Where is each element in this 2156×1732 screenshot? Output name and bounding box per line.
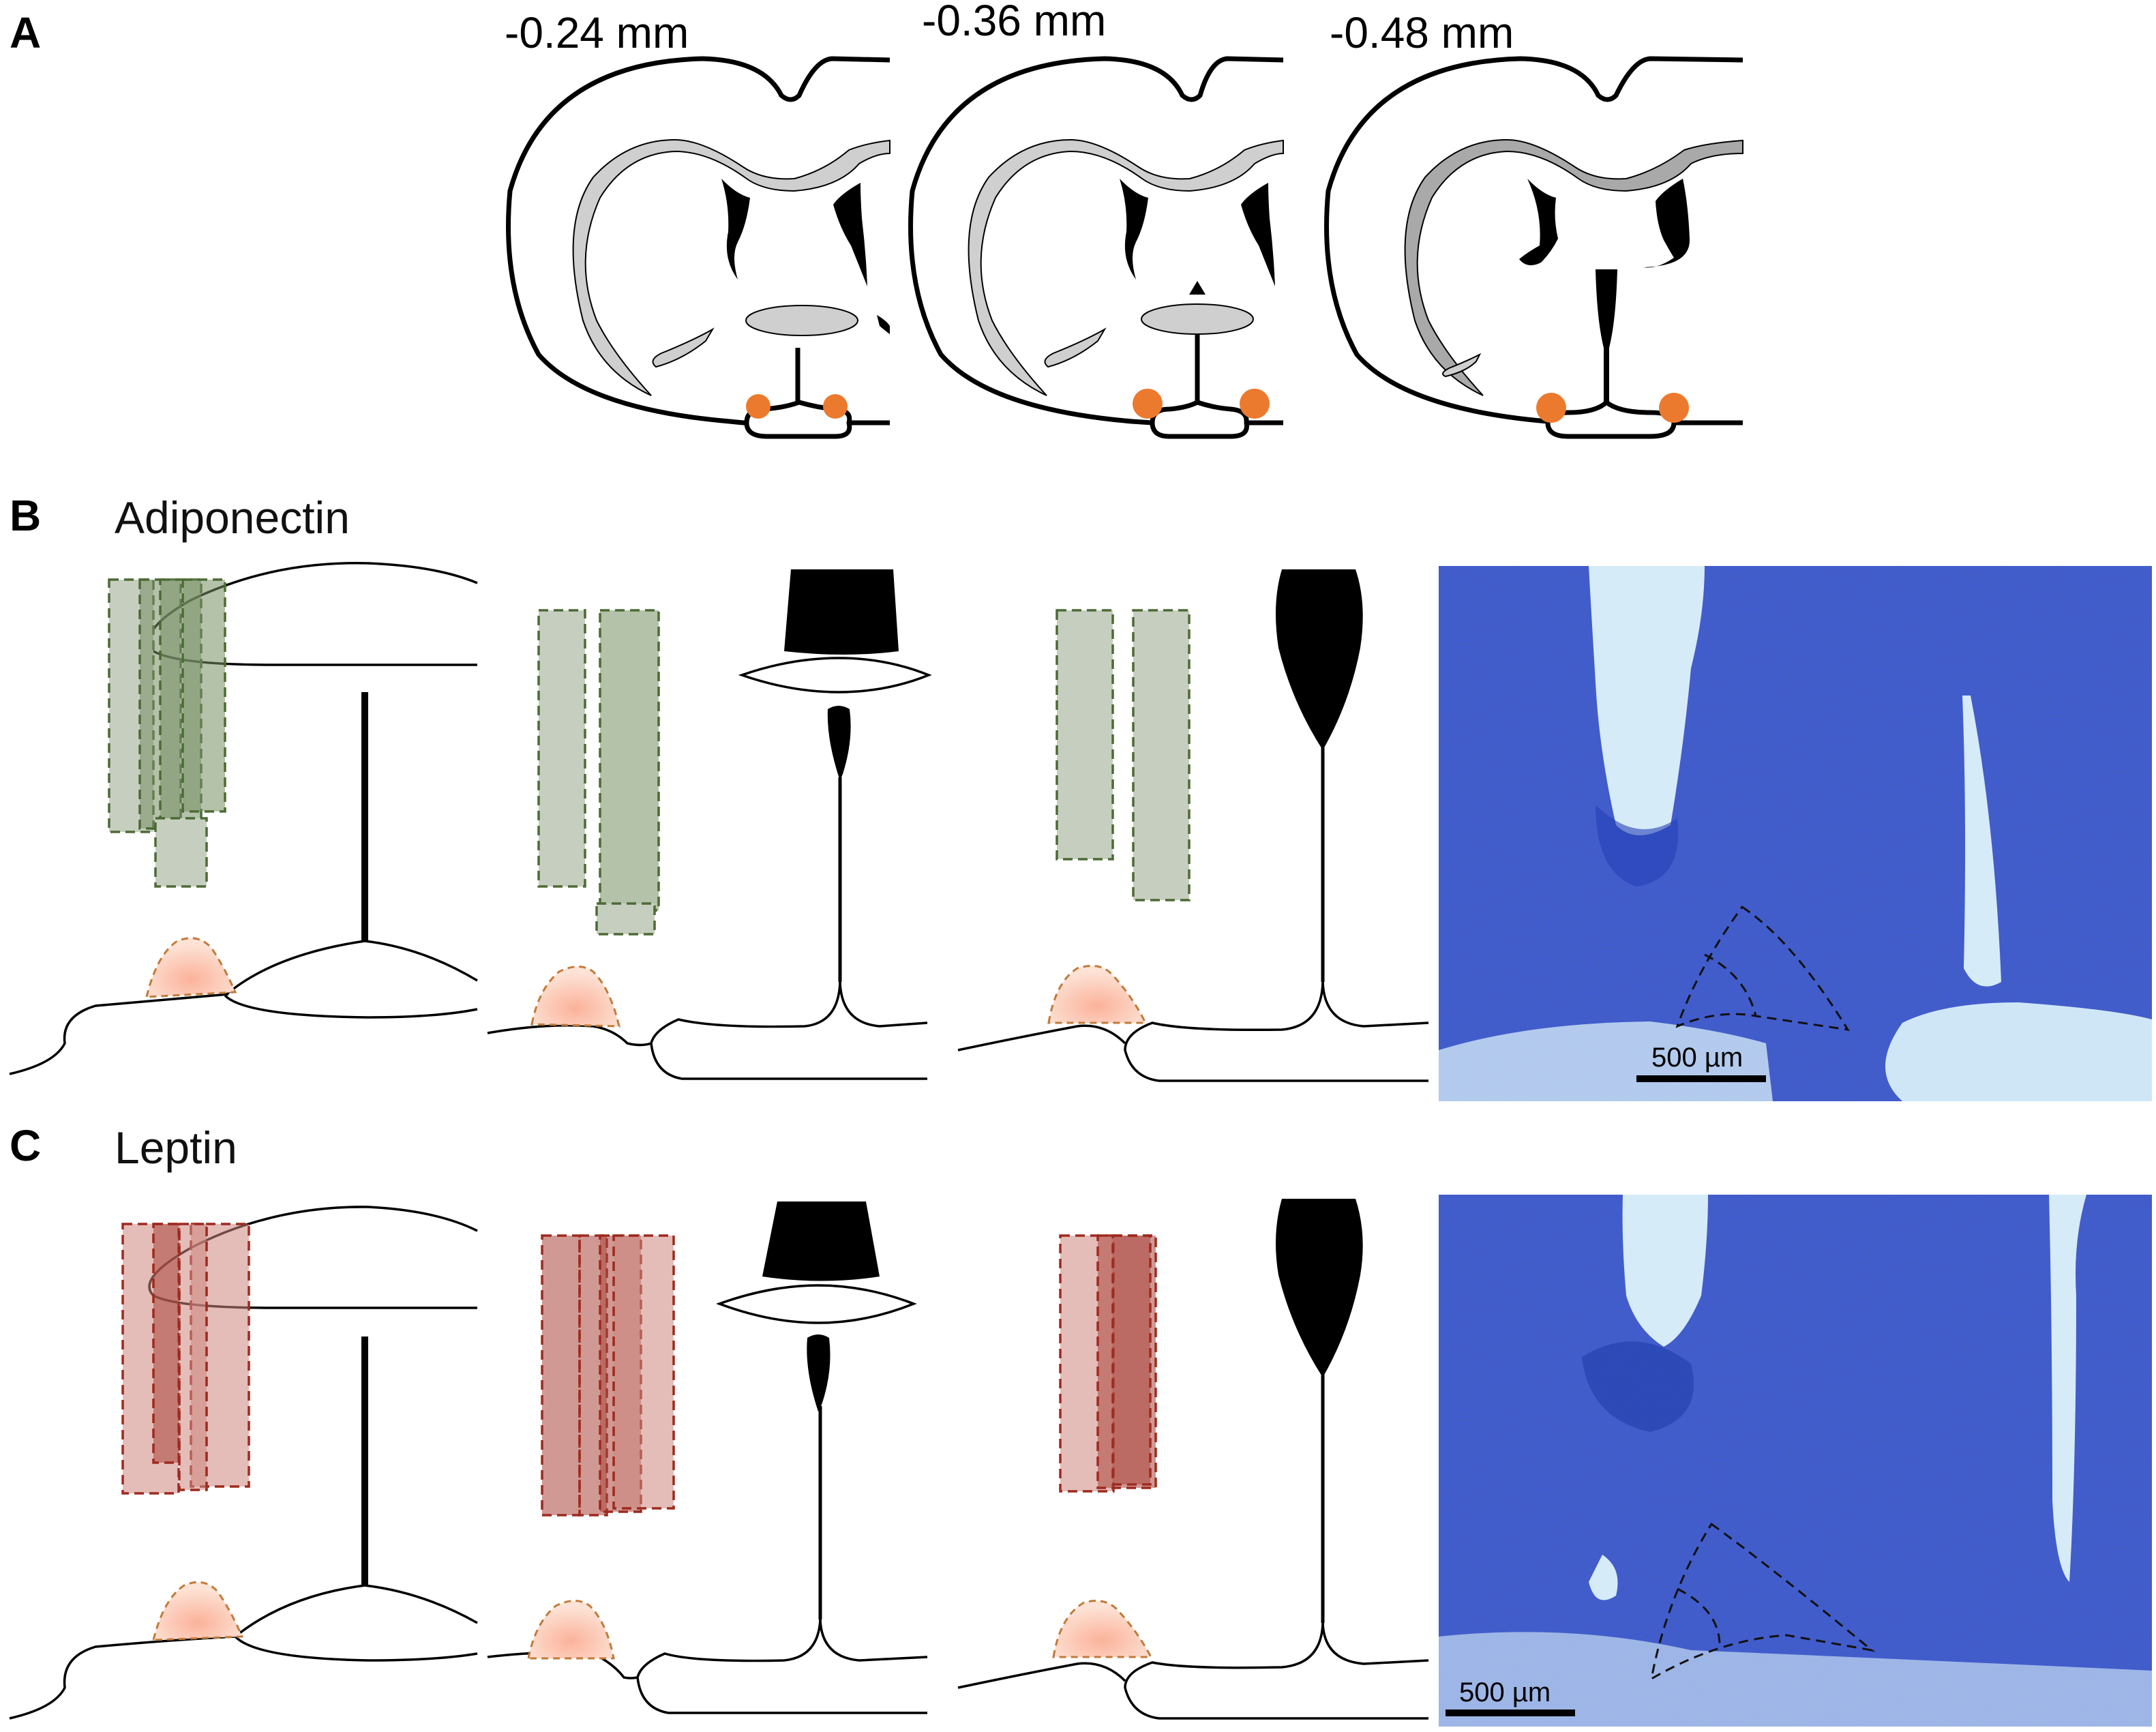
schematic-c-2 xyxy=(487,1201,928,1714)
target-region-marker xyxy=(152,1581,244,1641)
micrograph-c: 500 µm xyxy=(1439,1195,2152,1727)
panel-title-b: Adiponectin xyxy=(115,492,350,543)
target-region-marker xyxy=(527,1600,615,1660)
target-region-outline xyxy=(1675,905,1850,1031)
depth-label-2: -0.36 mm xyxy=(922,0,1106,45)
target-region-marker xyxy=(1052,1600,1153,1658)
schematic-b-3 xyxy=(957,569,1429,1082)
panel-letter-b: B xyxy=(10,491,41,540)
target-nucleus-right xyxy=(1240,389,1270,419)
target-region-outline xyxy=(1649,1522,1876,1681)
placement-marker xyxy=(612,1234,675,1510)
micrograph-b: 500 µm xyxy=(1439,566,2152,1101)
placement-marker xyxy=(1055,609,1114,861)
panel-letter-a: A xyxy=(10,8,41,57)
depth-label-3: -0.48 mm xyxy=(1330,8,1514,57)
placement-marker xyxy=(541,1234,581,1517)
target-nucleus-left xyxy=(1536,393,1566,423)
panel-title-c: Leptin xyxy=(115,1122,237,1173)
depth-label-1: -0.24 mm xyxy=(505,8,689,57)
placement-marker xyxy=(181,578,226,813)
placement-marker xyxy=(178,1223,208,1491)
placement-marker xyxy=(1132,609,1191,901)
target-region-marker xyxy=(530,966,620,1028)
scale-bar-label: 500 µm xyxy=(1651,1043,1743,1073)
panel-letter-c: C xyxy=(10,1121,41,1170)
coronal-section-3: -0.48 mm xyxy=(1324,8,1743,439)
schematic-c-3 xyxy=(957,1199,1429,1720)
target-region-marker xyxy=(145,937,237,998)
placement-marker xyxy=(537,609,586,888)
scale-bar-label: 500 µm xyxy=(1459,1677,1551,1707)
schematic-b-2 xyxy=(487,569,932,1080)
placement-marker xyxy=(154,817,208,888)
target-nucleus-left xyxy=(1133,389,1163,419)
schematic-c-1 xyxy=(9,1206,478,1720)
coronal-section-2: -0.36 mm xyxy=(908,0,1284,439)
schematic-b-1 xyxy=(9,561,478,1075)
placement-marker xyxy=(1111,1234,1152,1486)
placement-marker xyxy=(599,609,660,912)
target-region-marker xyxy=(1047,964,1148,1024)
target-nucleus-right xyxy=(823,394,848,419)
target-nucleus-right xyxy=(1659,393,1689,423)
placement-marker xyxy=(152,1223,181,1464)
placement-marker xyxy=(595,902,656,936)
target-nucleus-left xyxy=(746,394,770,419)
coronal-section-1: -0.24 mm xyxy=(505,8,890,439)
